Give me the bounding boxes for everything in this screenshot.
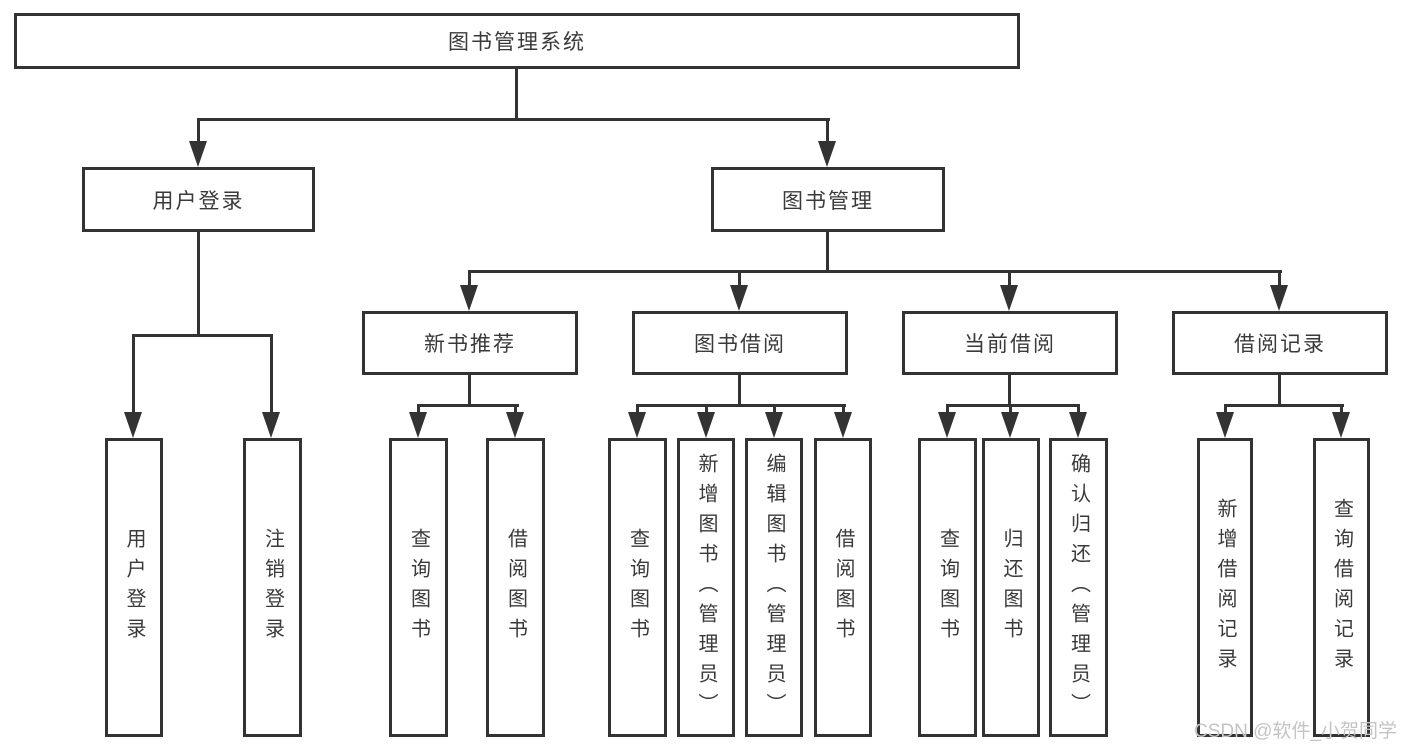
leaf-borrow-books-recommend: 借阅图书	[486, 438, 545, 737]
leaf-label: 查询图书	[936, 527, 959, 648]
connector-line	[738, 375, 741, 406]
csdn-watermark: CSDN @软件_小贺同学	[1194, 721, 1397, 742]
connector-line	[417, 404, 420, 414]
leaf-query-books-current: 查询图书	[918, 438, 977, 737]
connector-line	[197, 118, 830, 121]
arrow-down-icon	[765, 412, 783, 438]
arrow-down-icon	[1270, 285, 1288, 311]
leaf-add-borrow-record: 新增借阅记录	[1197, 438, 1253, 737]
connector-line	[270, 334, 273, 414]
arrow-down-icon	[1001, 412, 1019, 438]
leaf-query-books-borrowing: 查询图书	[608, 438, 667, 737]
connector-line	[1008, 270, 1011, 287]
arrow-down-icon	[262, 412, 280, 438]
arrow-down-icon	[506, 412, 524, 438]
leaf-logout: 注销登录	[243, 438, 302, 737]
leaf-query-borrow-record: 查询借阅记录	[1313, 438, 1370, 737]
leaf-label: 编辑图书（管理员）	[763, 452, 785, 723]
leaf-label: 新增图书（管理员）	[695, 452, 717, 723]
connector-line	[1008, 375, 1011, 406]
connector-line	[1224, 404, 1344, 407]
connector-line	[515, 69, 518, 120]
leaf-label: 查询图书	[407, 527, 430, 648]
node-book-borrowing: 图书借阅	[632, 311, 848, 375]
connector-line	[468, 270, 471, 287]
connector-line	[826, 118, 829, 144]
arrow-down-icon	[460, 285, 478, 311]
leaf-label: 注销登录	[261, 527, 284, 648]
leaf-return-books: 归还图书	[982, 438, 1040, 737]
node-user-login: 用户登录	[82, 167, 315, 232]
arrow-down-icon	[1069, 412, 1087, 438]
arrow-down-icon	[124, 412, 142, 438]
leaf-add-books-admin: 新增图书（管理员）	[677, 438, 735, 737]
leaf-edit-books-admin: 编辑图书（管理员）	[745, 438, 803, 737]
arrow-down-icon	[834, 412, 852, 438]
leaf-label: 查询图书	[626, 527, 649, 648]
arrow-down-icon	[1332, 412, 1350, 438]
connector-line	[1278, 270, 1281, 287]
arrow-down-icon	[628, 412, 646, 438]
connector-line	[417, 404, 519, 407]
leaf-label: 确认归还（管理员）	[1067, 452, 1090, 723]
connector-line	[132, 334, 135, 414]
node-new-book-recommendation: 新书推荐	[362, 311, 578, 375]
connector-line	[946, 404, 1080, 407]
connector-line	[197, 232, 200, 337]
connector-line	[705, 404, 708, 414]
arrow-down-icon	[409, 412, 427, 438]
leaf-confirm-return-admin: 确认归还（管理员）	[1049, 438, 1108, 737]
connector-line	[946, 404, 949, 414]
connector-line	[1340, 404, 1343, 414]
arrow-down-icon	[730, 285, 748, 311]
connector-line	[842, 404, 845, 414]
leaf-label: 借阅图书	[832, 527, 854, 648]
leaf-borrow-books-borrowing: 借阅图书	[814, 438, 872, 737]
arrow-down-icon	[818, 141, 836, 167]
arrow-down-icon	[189, 141, 207, 167]
arrow-down-icon	[1216, 412, 1234, 438]
connector-line	[1224, 404, 1227, 414]
leaf-query-books-recommend: 查询图书	[389, 438, 448, 737]
leaf-label: 归还图书	[1000, 527, 1022, 648]
connector-line	[738, 270, 741, 287]
connector-line	[826, 232, 829, 273]
connector-line	[773, 404, 776, 414]
leaf-label: 用户登录	[123, 527, 145, 648]
node-library-management-system: 图书管理系统	[14, 13, 1020, 69]
node-book-management: 图书管理	[711, 167, 945, 232]
connector-line	[514, 404, 517, 414]
connector-line	[636, 404, 639, 414]
arrow-down-icon	[938, 412, 956, 438]
connector-line	[1009, 404, 1012, 414]
connector-line	[1278, 375, 1281, 406]
arrow-down-icon	[697, 412, 715, 438]
connector-line	[197, 118, 200, 144]
node-current-borrowing: 当前借阅	[902, 311, 1118, 375]
leaf-user-login: 用户登录	[105, 438, 163, 737]
leaf-label: 借阅图书	[504, 527, 527, 648]
leaf-label: 新增借阅记录	[1214, 497, 1236, 678]
connector-line	[468, 375, 471, 406]
connector-line	[1077, 404, 1080, 414]
connector-line	[468, 270, 1282, 273]
arrow-down-icon	[1000, 285, 1018, 311]
connector-line	[636, 404, 846, 407]
leaf-label: 查询借阅记录	[1330, 497, 1353, 678]
node-borrowing-records: 借阅记录	[1172, 311, 1388, 375]
connector-line	[132, 334, 273, 337]
